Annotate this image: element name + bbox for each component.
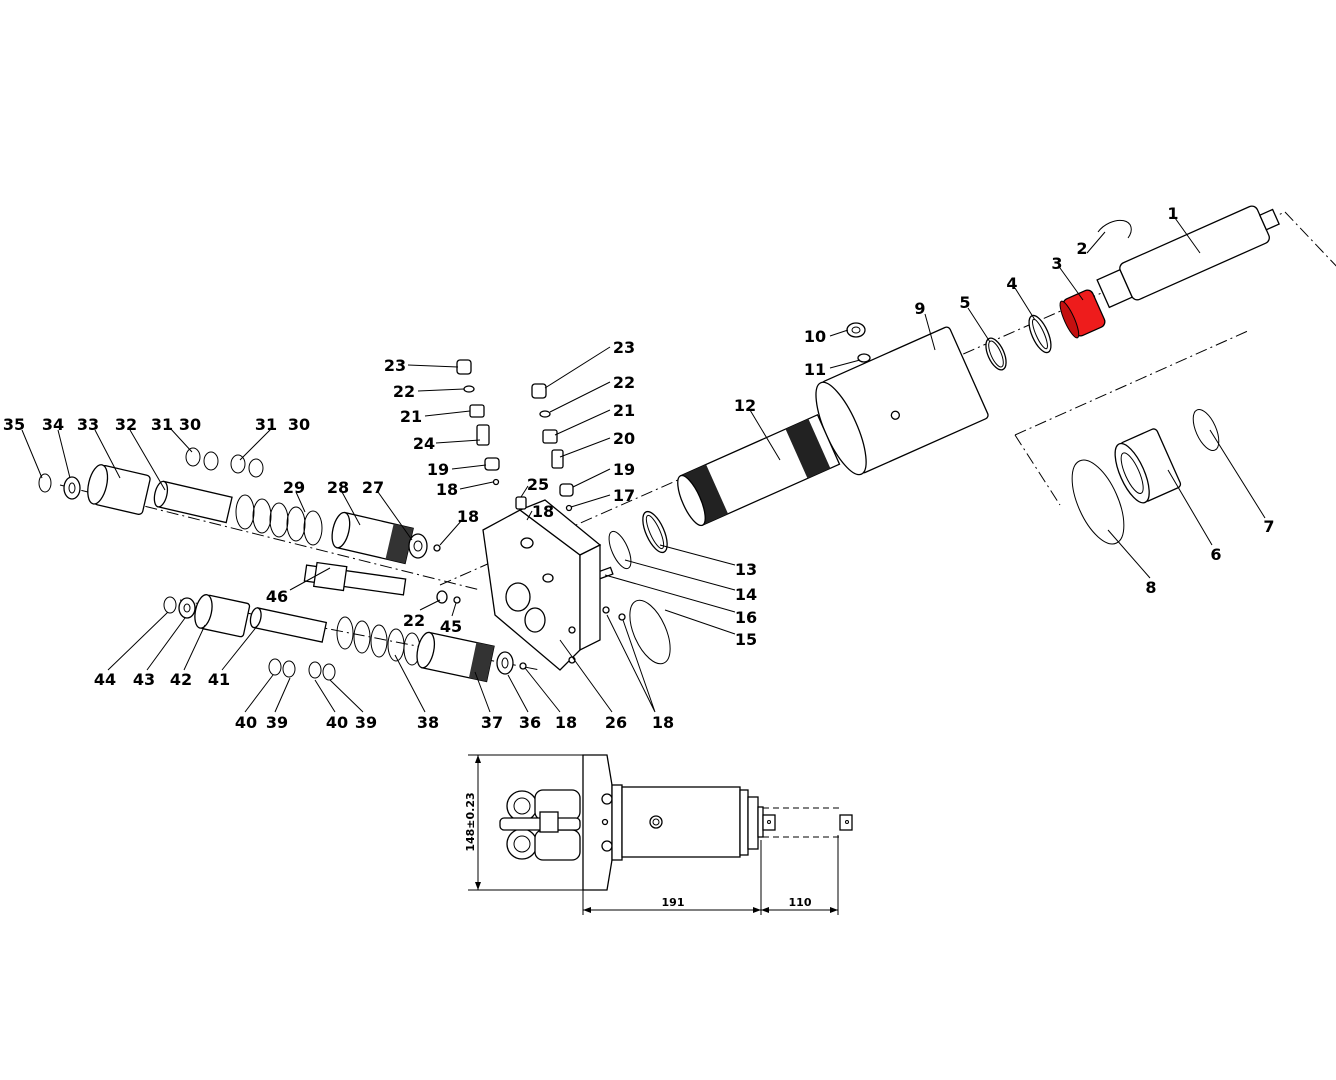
label-30: 30 bbox=[288, 415, 310, 434]
label-2: 2 bbox=[1076, 239, 1087, 258]
part-2-circlip bbox=[1097, 219, 1132, 239]
label-42: 42 bbox=[170, 670, 192, 689]
label-15: 15 bbox=[735, 630, 757, 649]
label-40: 40 bbox=[235, 713, 257, 732]
label-36: 36 bbox=[519, 713, 541, 732]
label-3: 3 bbox=[1051, 254, 1062, 273]
label-22: 22 bbox=[613, 373, 635, 392]
label-14: 14 bbox=[735, 585, 757, 604]
label-9: 9 bbox=[914, 299, 925, 318]
label-34: 34 bbox=[42, 415, 64, 434]
label-21: 21 bbox=[400, 407, 422, 426]
label-38: 38 bbox=[417, 713, 439, 732]
label-46: 46 bbox=[266, 587, 288, 606]
label-43: 43 bbox=[133, 670, 155, 689]
label-35: 35 bbox=[3, 415, 25, 434]
assembled-view: 148±0.23 191 110 bbox=[464, 754, 853, 915]
label-18: 18 bbox=[555, 713, 577, 732]
part-26-valve-block bbox=[482, 499, 602, 671]
label-23: 23 bbox=[384, 356, 406, 375]
label-29: 29 bbox=[283, 478, 305, 497]
part-3-seal-highlighted bbox=[1059, 289, 1106, 339]
upper-left-parts bbox=[38, 447, 441, 565]
label-4: 4 bbox=[1006, 274, 1017, 293]
label-20: 20 bbox=[613, 429, 635, 448]
label-18: 18 bbox=[436, 480, 458, 499]
label-28: 28 bbox=[327, 478, 349, 497]
part-labels: 1 2 3 4 5 9 10 11 12 6 7 8 13 14 16 15 1… bbox=[3, 204, 1275, 732]
label-13: 13 bbox=[735, 560, 757, 579]
label-6: 6 bbox=[1210, 545, 1221, 564]
dimension-height: 148±0.23 bbox=[464, 792, 477, 851]
part-6-nut bbox=[1114, 428, 1182, 504]
label-33: 33 bbox=[77, 415, 99, 434]
label-37: 37 bbox=[481, 713, 503, 732]
valve-stack-right bbox=[515, 383, 574, 512]
label-11: 11 bbox=[804, 360, 826, 379]
label-19: 19 bbox=[613, 460, 635, 479]
part-29-spring bbox=[235, 494, 323, 546]
label-1: 1 bbox=[1167, 204, 1178, 223]
label-8: 8 bbox=[1145, 578, 1156, 597]
label-27: 27 bbox=[362, 478, 384, 497]
label-19: 19 bbox=[427, 460, 449, 479]
label-7: 7 bbox=[1263, 517, 1274, 536]
label-39: 39 bbox=[266, 713, 288, 732]
label-26: 26 bbox=[605, 713, 627, 732]
dimension-stroke: 110 bbox=[789, 896, 812, 909]
label-39: 39 bbox=[355, 713, 377, 732]
lower-left-parts bbox=[163, 561, 527, 683]
label-31: 31 bbox=[255, 415, 277, 434]
label-25: 25 bbox=[527, 475, 549, 494]
cylinder-assembly bbox=[482, 205, 1280, 671]
label-22: 22 bbox=[403, 611, 425, 630]
label-16: 16 bbox=[735, 608, 757, 627]
part-1-rod bbox=[1096, 205, 1280, 309]
label-5: 5 bbox=[959, 293, 970, 312]
label-18: 18 bbox=[652, 713, 674, 732]
label-10: 10 bbox=[804, 327, 826, 346]
label-12: 12 bbox=[734, 396, 756, 415]
label-31: 31 bbox=[151, 415, 173, 434]
label-41: 41 bbox=[208, 670, 230, 689]
label-21: 21 bbox=[613, 401, 635, 420]
label-18: 18 bbox=[457, 507, 479, 526]
label-18: 18 bbox=[532, 502, 554, 521]
label-17: 17 bbox=[613, 486, 635, 505]
label-40: 40 bbox=[326, 713, 348, 732]
label-23: 23 bbox=[613, 338, 635, 357]
label-45: 45 bbox=[440, 617, 462, 636]
leader-lines bbox=[21, 217, 1266, 713]
label-22: 22 bbox=[393, 382, 415, 401]
dimension-length: 191 bbox=[662, 896, 685, 909]
label-24: 24 bbox=[413, 434, 435, 453]
label-30: 30 bbox=[179, 415, 201, 434]
part-12-tube bbox=[677, 413, 841, 527]
label-32: 32 bbox=[115, 415, 137, 434]
label-44: 44 bbox=[94, 670, 116, 689]
